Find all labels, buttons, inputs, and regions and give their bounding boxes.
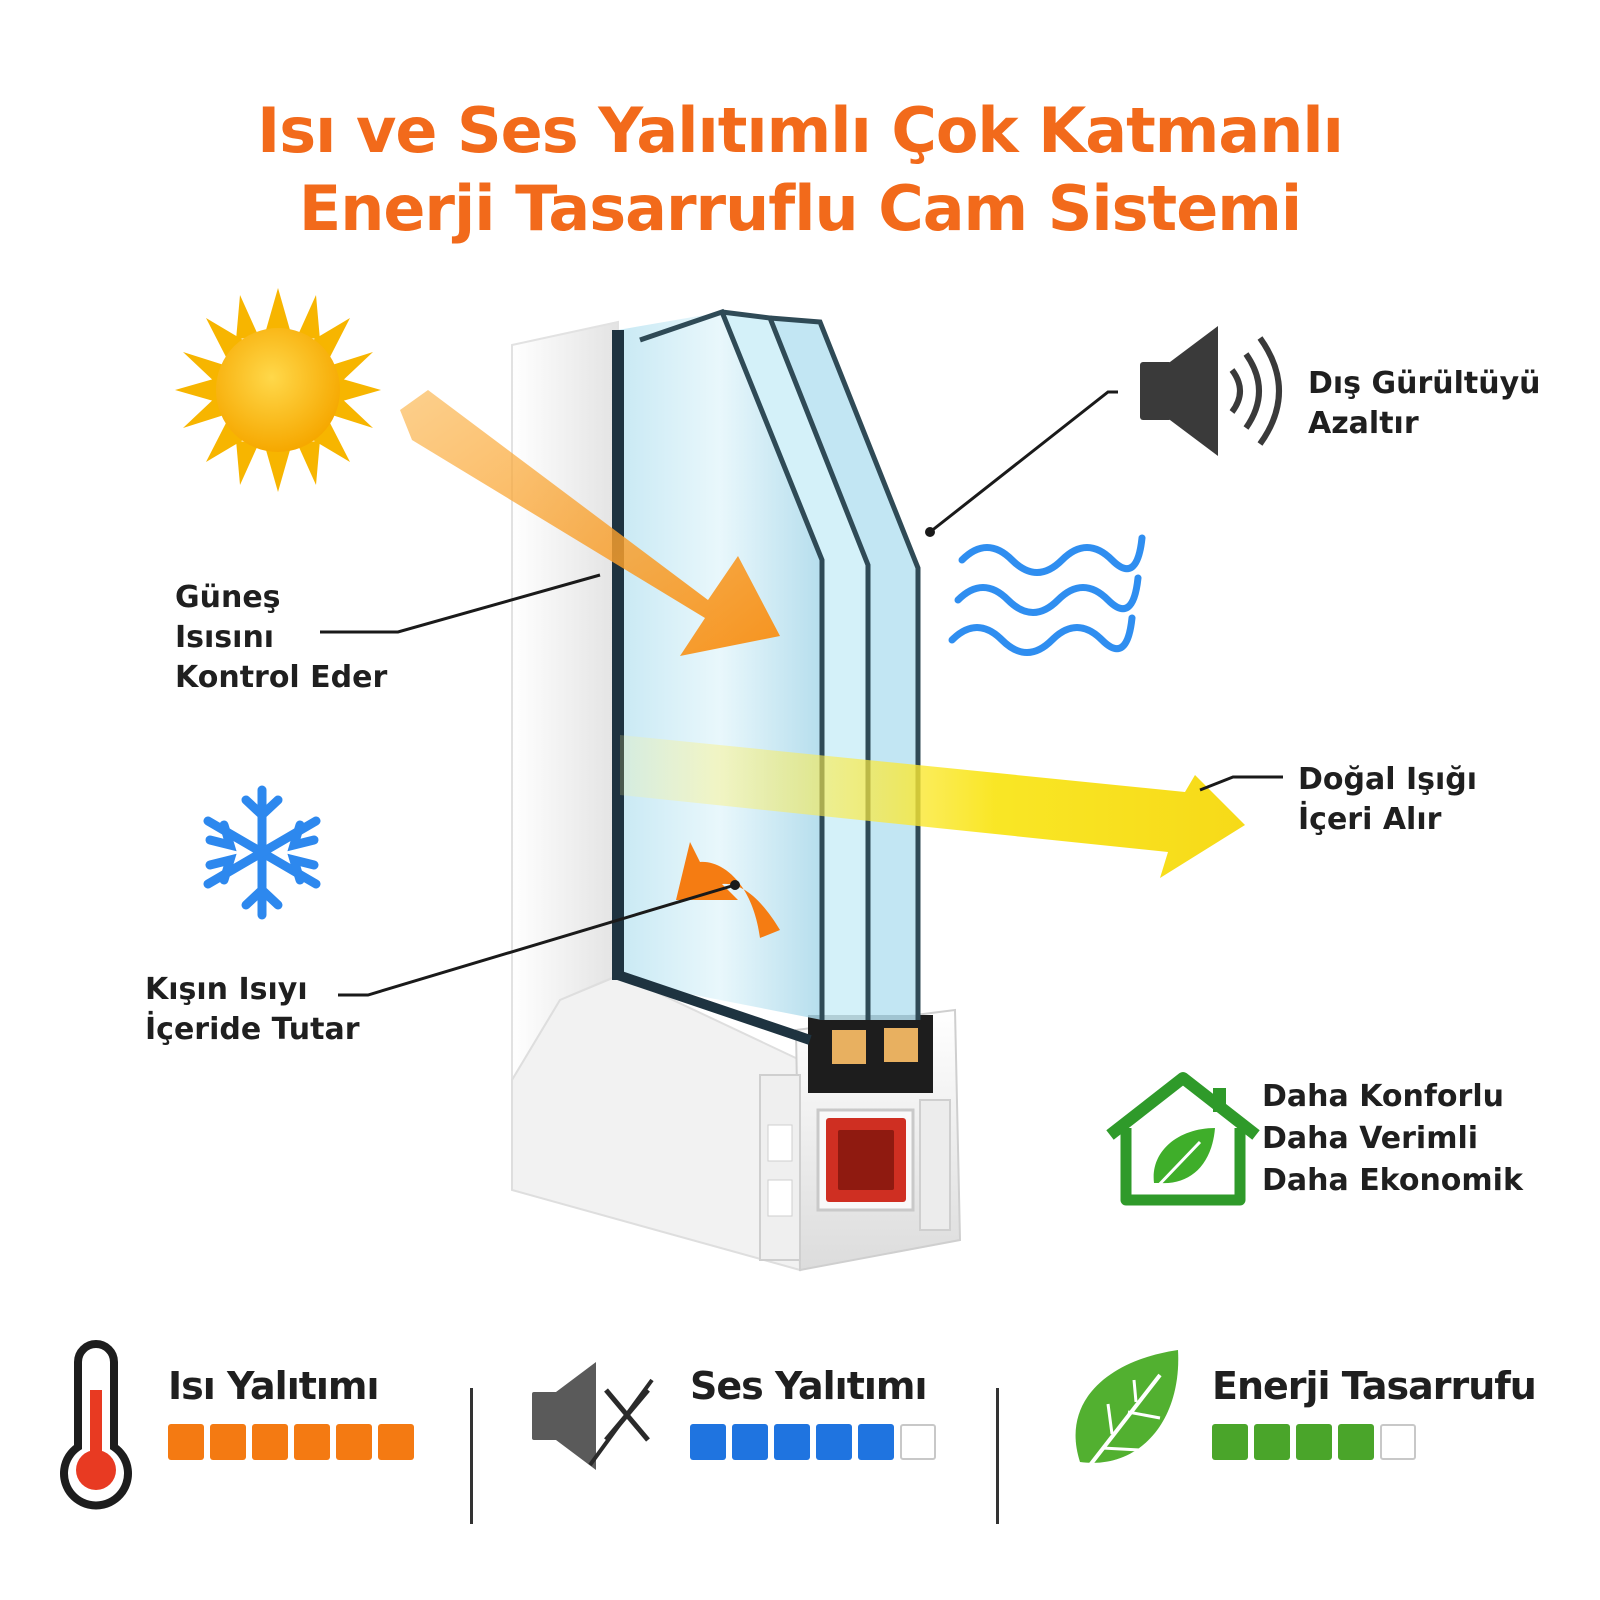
rating-energy-bar [1212,1424,1416,1464]
rating-segment-filled [1338,1424,1374,1460]
rating-segment-filled [378,1424,414,1460]
callout-benefits-line-3: Daha Ekonomik [1262,1163,1523,1198]
rating-segment-filled [294,1424,330,1460]
rating-segment-filled [168,1424,204,1460]
rating-energy-label: Enerji Tasarrufu [1212,1364,1537,1408]
callout-winter: Kışın Isıyı İçeride Tutar [145,970,360,1050]
leaf-icon [1075,1350,1179,1480]
muted-speaker-icon [532,1362,654,1470]
rating-segment-filled [732,1424,768,1460]
light-arrow [620,735,1245,878]
snowflake-icon [203,785,321,920]
rating-segment-filled [1254,1424,1290,1460]
callout-light-line-1: Doğal Işığı [1298,762,1478,797]
callout-light-line-2: İçeri Alır [1298,802,1442,837]
rating-segment-filled [816,1424,852,1460]
callout-noise-line-2: Azaltır [1308,406,1419,441]
callout-sun-line-3: Kontrol Eder [175,660,388,695]
heat-arrow [400,390,780,656]
rating-sound-bar [690,1424,936,1464]
rating-heat-label: Isı Yalıtımı [168,1364,380,1408]
callout-light: Doğal Işığı İçeri Alır [1298,760,1477,840]
callout-benefits-line-2: Daha Verimli [1262,1121,1479,1156]
callout-noise-line-1: Dış Gürültüyü [1308,366,1541,401]
wind-waves-icon [948,534,1146,656]
rating-heat-bar [168,1424,414,1464]
page-title: Isı ve Ses Yalıtımlı Çok Katmanlı Enerji… [0,92,1600,248]
rating-segment-filled [690,1424,726,1460]
glass-panes [612,308,921,1045]
rating-sound-label: Ses Yalıtımı [690,1364,928,1408]
title-line-2: Enerji Tasarruflu Cam Sistemi [298,172,1302,245]
rating-segment-filled [336,1424,372,1460]
leader-lines [320,390,1283,997]
callout-sun: Güneş Isısını Kontrol Eder [175,578,387,698]
rating-segment-filled [1296,1424,1332,1460]
rating-segment-empty [1380,1424,1416,1460]
title-line-1: Isı ve Ses Yalıtımlı Çok Katmanlı [257,94,1344,167]
sun-icon [175,288,381,492]
rating-segment-filled [210,1424,246,1460]
callout-sun-line-2: Isısını [175,620,275,655]
thermometer-icon [60,1340,132,1510]
rating-energy: Enerji Tasarrufu [1212,1362,1542,1512]
divider-1 [470,1388,473,1524]
speaker-icon [1140,326,1282,456]
callout-winter-line-1: Kışın Isıyı [145,972,308,1007]
callout-benefits-line-1: Daha Konforlu [1262,1079,1504,1114]
divider-2 [996,1388,999,1524]
callout-winter-line-2: İçeride Tutar [145,1012,360,1047]
eco-house-icon [1106,1072,1260,1206]
rating-segment-filled [858,1424,894,1460]
callout-benefits: Daha Konforlu Daha Verimli Daha Ekonomik [1262,1076,1523,1202]
window-frame [511,320,962,1272]
callout-noise: Dış Gürültüyü Azaltır [1308,364,1541,444]
rating-segment-empty [900,1424,936,1460]
rating-sound: Ses Yalıtımı [690,1362,990,1512]
rating-segment-filled [774,1424,810,1460]
rating-segment-filled [252,1424,288,1460]
rating-heat: Isı Yalıtımı [168,1362,468,1512]
callout-sun-line-1: Güneş [175,580,281,615]
rating-segment-filled [1212,1424,1248,1460]
